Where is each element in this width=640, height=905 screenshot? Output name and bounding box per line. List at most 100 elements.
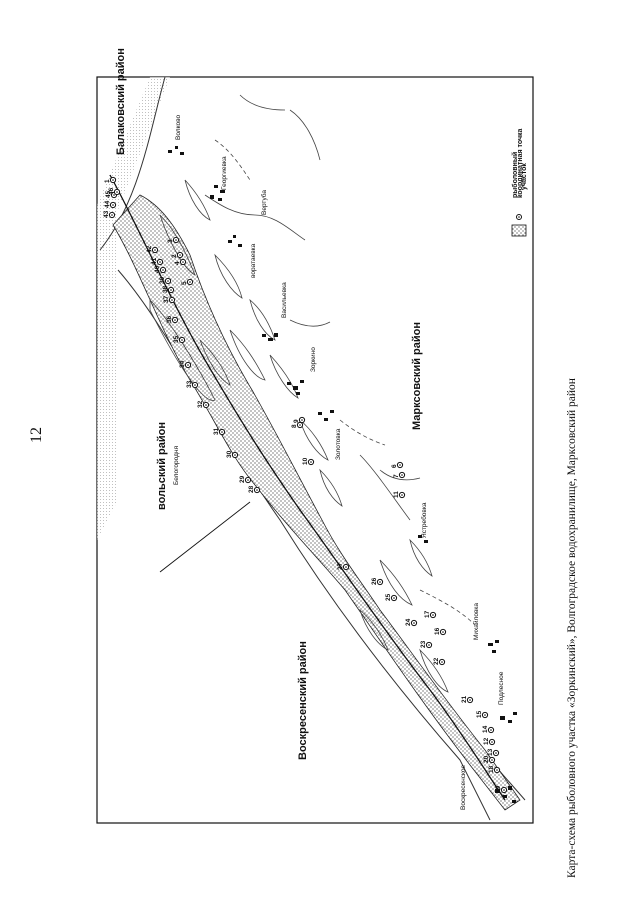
district-marksovsky-label: Марксовский район: [411, 322, 423, 430]
coordinate-point-label-36: 36: [166, 315, 173, 323]
coordinate-point-label-38: 38: [162, 285, 169, 293]
coordinate-point-dot-8: [299, 424, 301, 426]
coordinate-point-label-24: 24: [405, 618, 412, 626]
coordinate-point-dot-27: [345, 566, 347, 568]
coordinate-point-dot-14: [490, 729, 492, 731]
settlement-yastrebovka-label: Ястребовка: [420, 502, 428, 538]
coordinate-point-dot-33: [194, 384, 196, 386]
coordinate-point-label-17: 17: [424, 610, 431, 618]
coordinate-point-dot-7: [401, 474, 403, 476]
coordinate-point-dot-39: [167, 280, 169, 282]
coordinate-point-label-43: 43: [103, 210, 110, 218]
coordinate-point-label-28: 28: [248, 485, 255, 493]
coordinate-point-dot-9: [301, 419, 303, 421]
coordinate-point-dot-36: [174, 319, 176, 321]
coordinate-point-dot-24: [413, 622, 415, 624]
coordinate-point-label-27: 27: [337, 562, 344, 570]
settlement-vorataevka-label: воратаевка: [250, 243, 257, 278]
coordinate-point-label-31: 31: [213, 427, 220, 435]
coordinate-point-label-19: 19: [495, 785, 502, 793]
coordinate-point-label-3: 3: [167, 239, 174, 243]
settlement-zorkino-label: Зоркино: [310, 347, 317, 372]
coordinate-point-dot-19: [503, 789, 505, 791]
fairway-line: [109, 174, 506, 801]
coordinate-point-label-26: 26: [371, 577, 378, 585]
coordinate-point-dot-20: [491, 759, 493, 761]
coordinate-point-dot-17: [432, 614, 434, 616]
coordinate-point-label-1: 1: [104, 179, 111, 183]
coordinate-point-label-46: 46: [108, 187, 115, 195]
settlement-mikhaylovka-label: Михайловка: [472, 603, 480, 640]
pointer-line: [159, 501, 251, 573]
coordinate-point-label-16: 16: [434, 627, 441, 635]
coordinate-point-dot-35: [181, 339, 183, 341]
coordinate-point-dot-15: [484, 714, 486, 716]
coordinate-point-dot-13: [495, 752, 497, 754]
coordinate-point-label-41: 41: [151, 257, 158, 265]
coordinate-point-label-37: 37: [163, 295, 170, 303]
coordinate-point-label-22: 22: [433, 657, 440, 665]
coordinate-point-dot-43: [111, 214, 113, 216]
coordinate-point-dot-32: [205, 404, 207, 406]
coordinate-point-dot-37: [171, 299, 173, 301]
settlement-volkovo-label: Волково: [175, 114, 182, 140]
coordinate-point-dot-41: [159, 261, 161, 263]
coordinate-point-dot-46: [116, 191, 118, 193]
legend-area-label-2: участок: [521, 163, 528, 190]
coordinate-points: 1234567891011121314151617181920212223242…: [103, 176, 508, 794]
coordinate-point-dot-42: [154, 249, 156, 251]
coordinate-point-label-18: 18: [488, 765, 495, 773]
coordinate-point-label-30: 30: [226, 450, 233, 458]
coordinate-point-dot-1: [112, 179, 114, 181]
coordinate-point-label-8: 8: [291, 424, 298, 428]
coordinate-point-dot-11: [401, 494, 403, 496]
coordinate-point-label-42: 42: [146, 245, 153, 253]
settlement-georgievka-label: Георгиевка: [221, 156, 228, 190]
district-voskresensky-label: Воскресенский район: [297, 641, 309, 760]
creeks: [204, 94, 421, 521]
coordinate-point-dot-45: [113, 194, 115, 196]
coordinate-point-label-33: 33: [186, 380, 193, 388]
coordinate-point-label-5: 5: [181, 281, 188, 285]
coordinate-point-dot-4: [182, 261, 184, 263]
coordinate-point-label-45: 45: [105, 190, 112, 198]
coordinate-point-dot-30: [234, 454, 236, 456]
settlement-podlesnoe-label: Подлесное: [498, 671, 505, 705]
coordinate-point-dot-18: [496, 769, 498, 771]
coordinate-point-dot-23: [428, 644, 430, 646]
district-volsky-label: вольский район: [156, 422, 168, 510]
coordinate-point-label-7: 7: [393, 474, 400, 478]
coordinate-point-label-10: 10: [302, 457, 309, 465]
coordinate-point-dot-5: [189, 281, 191, 283]
coordinate-point-label-6: 6: [391, 464, 398, 468]
figure-caption: Карта-схема рыболовного участка «Зоркинс…: [566, 378, 578, 878]
coordinate-point-dot-16: [442, 631, 444, 633]
map-legend: координатная точка рыболовный участок: [511, 128, 528, 237]
settlement-belogorodnya-label: Белогородня: [173, 446, 180, 485]
coordinate-point-label-23: 23: [420, 640, 427, 648]
river-vertuba-label: Вертуба: [260, 190, 268, 215]
coordinate-point-label-32: 32: [197, 400, 204, 408]
coordinate-point-dot-3: [175, 239, 177, 241]
coordinate-point-label-29: 29: [239, 475, 246, 483]
river-bank-line: [99, 76, 166, 251]
settlement-vasilyevka-label: Васильевка: [281, 282, 288, 318]
legend-area-symbol: [511, 224, 527, 237]
coordinate-point-dot-10: [310, 461, 312, 463]
coordinate-point-dot-31: [221, 431, 223, 433]
coordinate-point-label-14: 14: [482, 725, 489, 733]
coordinate-point-dot-2: [179, 254, 181, 256]
islands: [149, 179, 449, 693]
coordinate-point-label-9: 9: [293, 419, 300, 423]
coordinate-point-label-12: 12: [483, 737, 490, 745]
settlement-blocks: [168, 146, 517, 803]
legend-point-label: координатная точка: [517, 128, 524, 198]
coordinate-point-label-40: 40: [154, 265, 161, 273]
settlement-voskresenskoe-label: Воскресенское: [460, 764, 467, 810]
coordinate-point-dot-12: [491, 741, 493, 743]
coordinate-point-dot-25: [393, 597, 395, 599]
coordinate-point-dot-6: [399, 464, 401, 466]
coordinate-point-label-39: 39: [159, 276, 166, 284]
coordinate-point-label-21: 21: [461, 695, 468, 703]
